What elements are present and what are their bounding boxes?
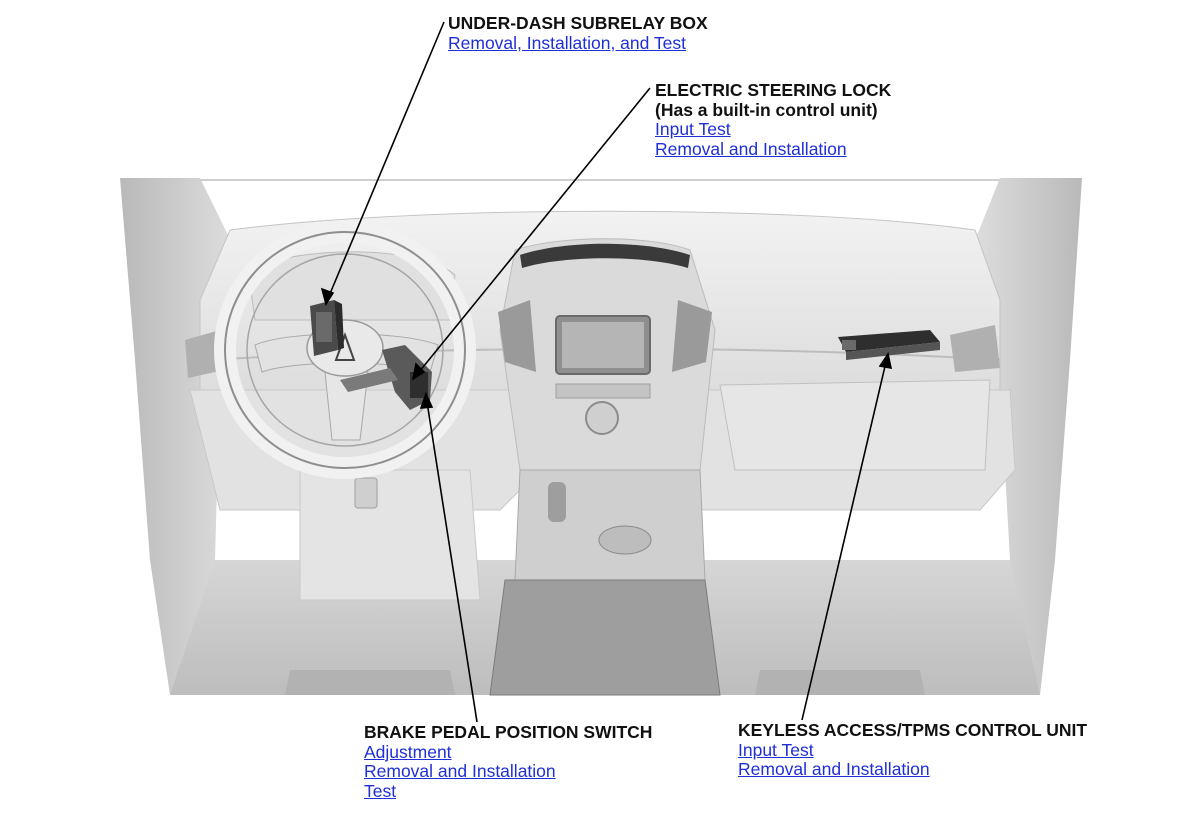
- keyless-unit-title: KEYLESS ACCESS/TPMS CONTROL UNIT: [738, 720, 1088, 740]
- leader-lines: [320, 21, 893, 723]
- callout-subrelay-box: UNDER-DASH SUBRELAY BOX Removal, Install…: [448, 13, 708, 53]
- arrowhead-brake-switch: [419, 391, 434, 409]
- display-hood: [520, 243, 690, 268]
- steering-lock-removal-installation-link[interactable]: Removal and Installation: [655, 138, 847, 159]
- callout-brake-pedal-switch: BRAKE PEDAL POSITION SWITCH Adjustment R…: [364, 722, 653, 801]
- steering-lock-title: ELECTRIC STEERING LOCK: [655, 80, 892, 100]
- center-knob: [585, 401, 619, 435]
- right-side-vent: [950, 325, 1000, 372]
- keyless-unit-removal-installation-link[interactable]: Removal and Installation: [738, 759, 930, 779]
- center-vent-right: [672, 300, 712, 372]
- callout-steering-lock: ELECTRIC STEERING LOCK (Has a built-in c…: [655, 80, 892, 159]
- center-controls: [555, 383, 651, 399]
- center-console: [514, 469, 706, 581]
- brake-switch-title: BRAKE PEDAL POSITION SWITCH: [364, 722, 653, 742]
- brake-switch-adjustment-link[interactable]: Adjustment: [364, 741, 452, 762]
- left-seat-rail: [285, 670, 455, 695]
- subrelay-removal-installation-test-link[interactable]: Removal, Installation, and Test: [448, 32, 687, 53]
- glovebox: [719, 379, 991, 471]
- shifter: [548, 482, 566, 522]
- keyless-unit-input-test-link[interactable]: Input Test: [738, 739, 814, 760]
- leader-keyless: [801, 361, 887, 721]
- steering-lock-subtitle: (Has a built-in control unit): [655, 99, 878, 120]
- keyless-control-unit-component: [838, 330, 940, 360]
- subrelay-box-title: UNDER-DASH SUBRELAY BOX: [448, 13, 708, 33]
- leader-subrelay: [328, 21, 445, 297]
- arrowhead-keyless: [878, 351, 893, 370]
- arrowhead-steering-lock: [411, 362, 426, 381]
- callout-keyless-control-unit: KEYLESS ACCESS/TPMS CONTROL UNIT Input T…: [738, 720, 1088, 780]
- left-footwell: [299, 469, 481, 601]
- leader-brake-switch: [426, 401, 478, 723]
- arrowhead-subrelay: [320, 287, 335, 306]
- cup-holder: [598, 525, 652, 555]
- steering-lock-input-test-link[interactable]: Input Test: [655, 119, 731, 139]
- brake-switch-test-link[interactable]: Test: [364, 780, 397, 801]
- center-vent-left: [498, 300, 536, 372]
- leader-steering-lock: [418, 87, 651, 373]
- pedal: [354, 477, 378, 509]
- subrelay-box-component: [310, 300, 344, 356]
- brake-switch-removal-installation-link[interactable]: Removal and Installation: [364, 761, 556, 781]
- armrest: [489, 579, 721, 696]
- center-screen-glass: [562, 322, 644, 368]
- interior-illustration: [120, 178, 1082, 696]
- right-seat-rail: [755, 670, 925, 695]
